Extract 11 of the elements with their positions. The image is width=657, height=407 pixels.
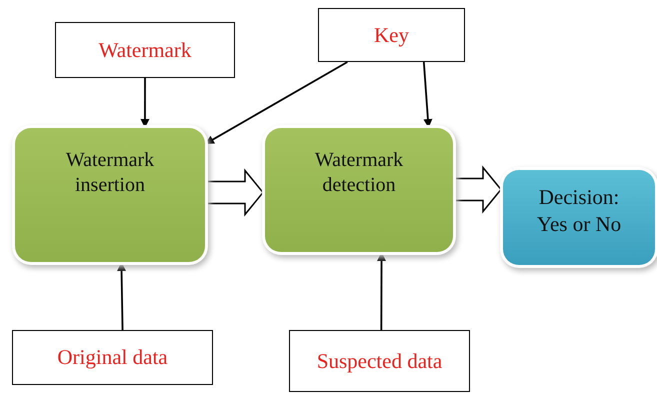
- process-box: Watermark insertion: [15, 128, 205, 262]
- arrow: [377, 252, 386, 330]
- label-box: Original data: [12, 330, 213, 385]
- label-box: Suspected data: [289, 330, 470, 392]
- label-box: Watermark: [55, 22, 235, 78]
- process-box: Watermark detection: [265, 128, 453, 252]
- decision-box: Decision: Yes or No: [503, 170, 655, 265]
- block-arrow: [206, 168, 264, 217]
- label-box: Key: [318, 8, 465, 62]
- block-arrow: [454, 165, 502, 214]
- arrow: [140, 78, 150, 128]
